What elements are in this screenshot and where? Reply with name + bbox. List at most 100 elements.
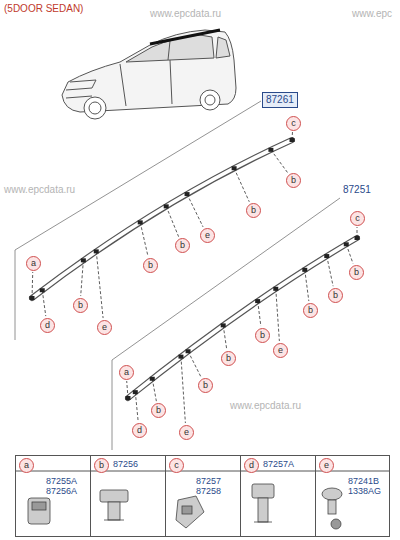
callout-letter: e: [179, 425, 194, 440]
leader-line: [187, 194, 203, 227]
part-icon: [108, 502, 120, 520]
callout-letter: b: [151, 403, 166, 418]
car-illustration: [62, 30, 236, 119]
rail-clip: [138, 220, 143, 224]
roof-rail: [32, 140, 292, 298]
callout-letter: b: [94, 458, 109, 473]
rail-clip: [30, 296, 35, 300]
rail-clip: [164, 204, 169, 208]
leader-line: [32, 272, 34, 298]
part-number: 87255A 87256A: [46, 476, 90, 496]
part-icon: [328, 500, 336, 514]
rail-clip: [255, 299, 260, 303]
table-cell: b87256: [90, 455, 166, 537]
callout-letter: b: [198, 378, 213, 393]
car-illustration: [216, 37, 230, 58]
leader-line: [135, 392, 138, 421]
callout-letter: e: [319, 458, 334, 473]
car-illustration: [170, 60, 172, 104]
watermark: www.epc: [352, 8, 392, 19]
table-cell: e 87241B 1338AG: [315, 455, 390, 537]
callout-letter: b: [349, 265, 364, 280]
leader-line: [96, 251, 103, 318]
callout-letter: e: [273, 343, 288, 358]
leader-line: [181, 357, 185, 423]
part-icon: [322, 488, 342, 500]
part-icon: [252, 484, 274, 498]
leader-line: [234, 168, 249, 202]
callout-letter: b: [255, 328, 270, 343]
part-icon: [176, 496, 204, 528]
part-icon: [331, 519, 341, 529]
callout-letter: d: [132, 423, 147, 438]
callout-letter: e: [97, 320, 112, 335]
rail-clip: [126, 396, 131, 400]
callout-letter: d: [244, 458, 259, 473]
rail-clip: [302, 268, 307, 272]
watermark: www.epcdata.ru: [230, 400, 301, 411]
roof-rail: [32, 140, 292, 298]
callout-letter: a: [119, 365, 134, 380]
callout-letter: b: [328, 288, 343, 303]
car-illustration: [200, 90, 220, 110]
table-header-line: [15, 471, 390, 472]
leader-line: [223, 325, 226, 349]
rail-clip: [81, 258, 86, 262]
car-illustration: [66, 80, 96, 90]
car-illustration: [89, 102, 101, 114]
rail-clip: [324, 254, 329, 258]
part-number: 87257A: [263, 459, 313, 469]
callout-letter: c: [169, 458, 184, 473]
watermark: www.epcdata.ru: [4, 184, 75, 195]
part-icon: [104, 520, 124, 521]
part-icon: [32, 502, 46, 510]
rail-clip: [40, 288, 45, 292]
leader-line: [271, 150, 288, 173]
part-number: 87257 87258: [196, 476, 238, 496]
table-cell: d 87257A: [240, 455, 316, 537]
rail-clip: [221, 323, 226, 327]
rail-clip: [344, 242, 349, 246]
rail-clip: [185, 192, 190, 196]
rail-clip: [290, 138, 295, 142]
callout-letter: b: [286, 173, 301, 188]
leader-line: [81, 260, 84, 296]
leader-line: [127, 381, 128, 398]
part-icon: [254, 522, 272, 523]
callout-letter: d: [40, 318, 55, 333]
callout-letter: c: [350, 211, 365, 226]
diagram-title: (5DOOR SEDAN): [4, 3, 83, 14]
car-illustration: [66, 96, 92, 98]
leader-line: [276, 289, 280, 341]
rail-clip: [178, 355, 183, 359]
part-icon: [258, 498, 268, 522]
callout-letter: b: [221, 351, 236, 366]
part-icon: [28, 498, 50, 524]
watermark: www.epcdata.ru: [150, 8, 221, 19]
callout-letter: a: [26, 256, 41, 271]
callout-letter: b: [303, 303, 318, 318]
table-cell: a87255A 87256A: [15, 455, 91, 537]
rail-clip: [94, 249, 99, 253]
rail-clip: [355, 236, 360, 240]
leader-line: [166, 206, 178, 236]
part-number: 87261: [266, 94, 294, 105]
part-number: 87251: [343, 184, 371, 195]
part-number: 87241B 1338AG: [348, 476, 388, 496]
leader-line: [152, 379, 156, 401]
rail-clip: [232, 166, 237, 170]
callout-letter: b: [73, 298, 88, 313]
car-illustration: [150, 30, 220, 44]
roof-rail: [128, 238, 357, 398]
callout-letter: c: [286, 116, 301, 131]
rail-clip: [273, 287, 278, 291]
car-illustration: [168, 41, 170, 60]
leader-line: [305, 270, 309, 301]
leader-line: [188, 351, 201, 377]
rail-clip: [133, 390, 138, 394]
part-icon: [100, 490, 128, 502]
leader-line: [42, 290, 46, 316]
car-illustration: [120, 64, 126, 106]
